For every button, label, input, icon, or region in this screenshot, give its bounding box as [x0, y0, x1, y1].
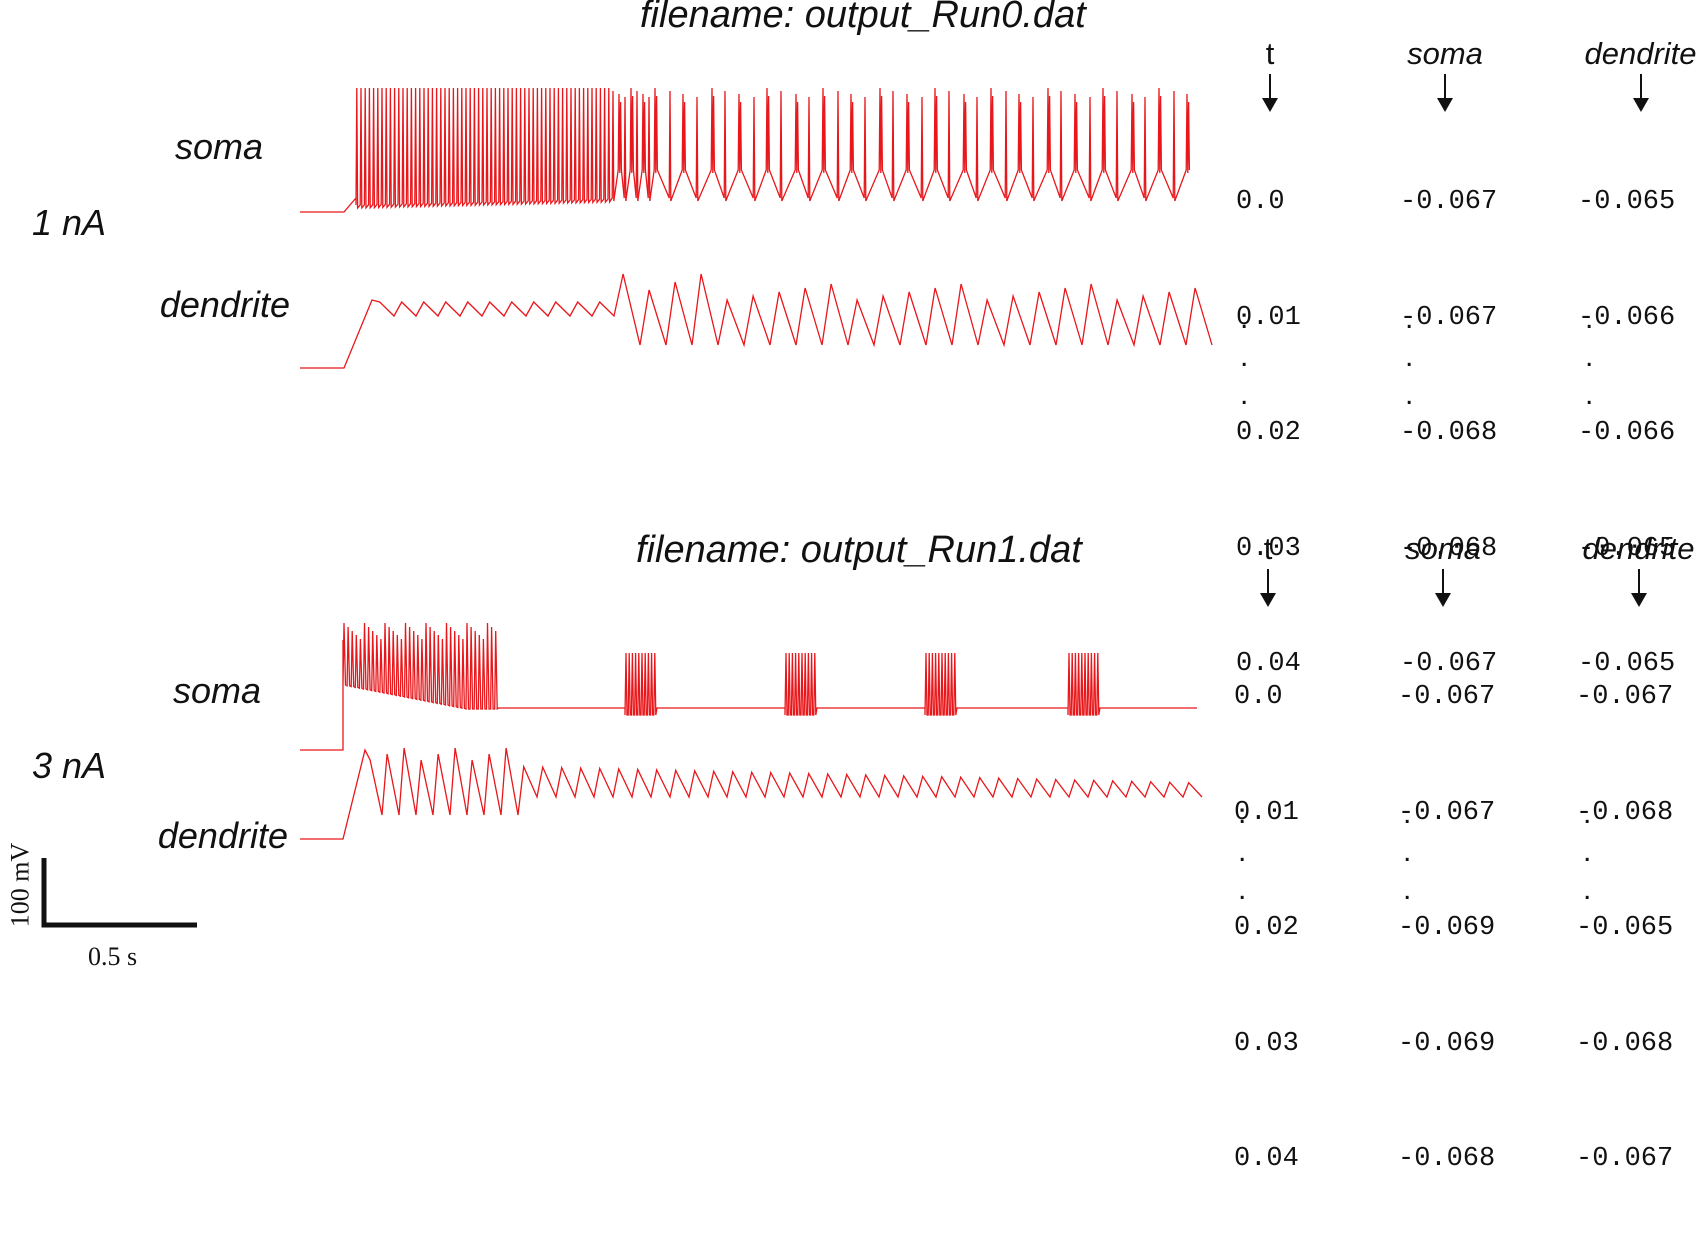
- dendrite-column-header: dendrite: [1576, 531, 1701, 607]
- t-value: 0.04: [1234, 1144, 1299, 1174]
- down-arrow-icon: [1437, 74, 1453, 112]
- t-ellipsis: ...: [1238, 797, 1247, 906]
- dendrite-column-header: dendrite: [1578, 36, 1703, 112]
- soma-ellipsis: ...: [1403, 797, 1412, 906]
- scale-bar-voltage-label: 100 mV: [5, 842, 35, 928]
- t-value: 0.02: [1236, 418, 1301, 448]
- down-arrow-icon: [1435, 569, 1451, 607]
- t-value: 0.0: [1234, 682, 1283, 712]
- soma-value: -0.068: [1400, 533, 1498, 564]
- t-values: 0.0 0.01 0.02 0.03 0.04: [1236, 106, 1301, 761]
- dendrite-value: -0.068: [1576, 797, 1674, 828]
- t-value: 0.02: [1234, 913, 1299, 943]
- t-column-header: t: [1243, 531, 1293, 607]
- current-label: 3 nA: [32, 745, 107, 786]
- voltage-traces: [300, 87, 1213, 369]
- dendrite-trace: [300, 747, 1203, 840]
- soma-value: -0.067: [1400, 302, 1498, 333]
- dendrite-value: -0.065: [1578, 533, 1676, 564]
- dendrite-value: -0.066: [1578, 418, 1676, 448]
- t-ellipsis: ...: [1240, 302, 1249, 411]
- soma-value: -0.067: [1398, 797, 1496, 828]
- t-values: 0.0 0.01 0.02 0.03 0.04: [1234, 601, 1299, 1256]
- dendrite-value: -0.065: [1578, 187, 1676, 217]
- soma-trace-label: soma: [172, 670, 261, 711]
- scale-bar-lines: [41, 858, 197, 928]
- soma-value: -0.069: [1398, 913, 1496, 943]
- run0-panel: filename: output_Run0.dat soma dendrite …: [0, 0, 1707, 679]
- soma-value: -0.067: [1400, 187, 1498, 217]
- filename-label: filename: output_Run1.dat: [636, 529, 1082, 571]
- soma-value: -0.068: [1398, 1144, 1496, 1174]
- filename-label: filename: output_Run0.dat: [640, 0, 1086, 36]
- dendrite-trace: [300, 273, 1213, 369]
- current-label: 1 nA: [32, 202, 107, 243]
- dendrite-value: -0.065: [1576, 913, 1674, 943]
- dendrite-value: -0.066: [1578, 302, 1676, 333]
- t-value: 0.01: [1236, 302, 1301, 333]
- soma-column-header: soma: [1395, 36, 1495, 112]
- dendrite-value: -0.067: [1576, 682, 1674, 712]
- scale-bar: 100 mV 0.5 s: [0, 840, 200, 971]
- run1-panel: filename: output_Run1.dat soma dendrite …: [0, 529, 1707, 1174]
- dendrite-trace-label: dendrite: [159, 284, 290, 325]
- soma-value: -0.067: [1398, 682, 1496, 712]
- scale-bar-time-label: 0.5 s: [88, 942, 138, 971]
- dendrite-values: -0.065 -0.066 -0.066 -0.065 -0.065: [1578, 106, 1675, 761]
- down-arrow-icon: [1260, 569, 1276, 607]
- dendrite-trace-label: dendrite: [157, 815, 288, 856]
- soma-values: -0.067 -0.067 -0.069 -0.069 -0.068: [1398, 601, 1495, 1256]
- t-value: 0.04: [1236, 649, 1301, 679]
- t-value: 0.03: [1234, 1028, 1299, 1059]
- t-value: 0.03: [1236, 533, 1301, 564]
- dendrite-ellipsis: ...: [1583, 797, 1592, 906]
- soma-ellipsis: ...: [1405, 302, 1414, 411]
- dendrite-ellipsis: ...: [1585, 302, 1594, 411]
- soma-column-header: soma: [1393, 531, 1493, 607]
- voltage-traces: [300, 622, 1203, 840]
- t-value: 0.01: [1234, 797, 1299, 828]
- soma-trace: [300, 87, 1191, 213]
- down-arrow-icon: [1630, 569, 1647, 607]
- soma-trace: [300, 622, 1197, 751]
- dendrite-value: -0.068: [1576, 1028, 1674, 1059]
- down-arrow-icon: [1262, 74, 1278, 112]
- soma-trace-label: soma: [174, 126, 263, 167]
- soma-value: -0.068: [1400, 418, 1498, 448]
- dendrite-value: -0.067: [1576, 1144, 1674, 1174]
- t-value: 0.0: [1236, 187, 1285, 217]
- dendrite-value: -0.065: [1578, 649, 1676, 679]
- soma-value: -0.069: [1398, 1028, 1496, 1059]
- down-arrow-icon: [1632, 74, 1649, 112]
- soma-value: -0.067: [1400, 649, 1498, 679]
- dendrite-values: -0.067 -0.068 -0.065 -0.068 -0.067: [1576, 601, 1673, 1256]
- soma-values: -0.067 -0.067 -0.068 -0.068 -0.067: [1400, 106, 1497, 761]
- t-column-header: t: [1245, 36, 1295, 112]
